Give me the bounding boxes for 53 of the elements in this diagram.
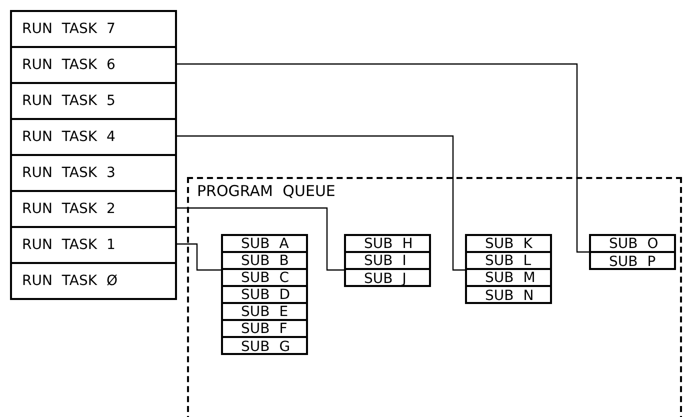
row-label: RUN TASK 6	[22, 58, 116, 72]
subroutine-stack	[589, 234, 676, 270]
row-label: SUB H	[364, 236, 413, 250]
row-label: SUB C	[241, 270, 289, 284]
dashed-container	[187, 177, 682, 417]
subroutine-stack	[221, 234, 308, 355]
row-label: SUB A	[241, 236, 289, 250]
row-label: RUN TASK 7	[22, 22, 116, 36]
task-row	[10, 190, 177, 228]
row-label: SUB P	[609, 254, 656, 268]
row-label: RUN TASK 2	[22, 202, 116, 216]
subroutine-row	[223, 270, 306, 287]
task-row	[10, 154, 177, 192]
row-label: SUB F	[241, 322, 288, 336]
row-label: SUB B	[241, 254, 289, 268]
row-label: SUB E	[241, 304, 288, 318]
connector-line	[177, 135, 465, 271]
subroutine-row	[223, 236, 306, 253]
subroutine-row	[346, 236, 429, 253]
subroutine-row	[467, 253, 550, 270]
row-label: SUB O	[609, 236, 658, 250]
row-label: RUN TASK 3	[22, 166, 116, 180]
subroutine-row	[467, 270, 550, 287]
subroutine-row	[223, 304, 306, 321]
subroutine-row	[223, 321, 306, 338]
task-row	[10, 10, 177, 48]
row-label: RUN TASK 5	[22, 94, 116, 108]
connector-line	[177, 63, 589, 253]
subroutine-row	[467, 236, 550, 253]
row-label: SUB N	[485, 288, 534, 302]
row-label: SUB K	[485, 236, 532, 250]
subroutine-row	[346, 253, 429, 270]
subroutine-stack	[344, 234, 431, 287]
connector-line	[177, 207, 344, 271]
task-row	[10, 118, 177, 156]
row-label: RUN TASK 4	[22, 130, 116, 144]
task-row	[10, 82, 177, 120]
task-row	[10, 262, 177, 300]
row-label: SUB G	[241, 340, 290, 354]
row-label: RUN TASK 1	[22, 238, 116, 252]
row-label: RUN TASK Ø	[22, 274, 118, 288]
row-label: SUB I	[364, 254, 406, 268]
container-title: PROGRAM QUEUE	[197, 184, 336, 199]
task-row	[10, 226, 177, 264]
subroutine-stack	[465, 234, 552, 304]
connector-line	[177, 243, 221, 271]
row-label: SUB L	[485, 254, 531, 268]
subroutine-row	[223, 253, 306, 270]
subroutine-row	[591, 236, 674, 253]
row-label: SUB D	[241, 288, 290, 302]
task-row	[10, 46, 177, 84]
subroutine-row	[223, 287, 306, 304]
row-label: SUB M	[485, 270, 536, 284]
